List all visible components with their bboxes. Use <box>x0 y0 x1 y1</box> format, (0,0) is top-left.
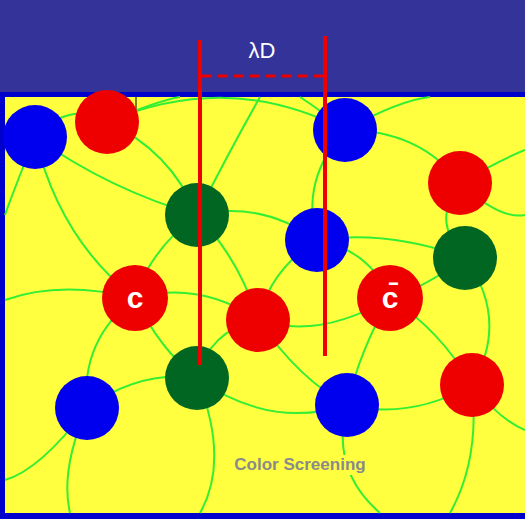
quark-circle: c <box>102 265 168 331</box>
title-band <box>0 0 525 92</box>
panel-border <box>0 92 5 519</box>
panel-border <box>0 513 525 519</box>
color-charges <box>3 90 504 440</box>
debye-length-label: λD <box>249 38 276 64</box>
gluon-strings <box>5 97 525 513</box>
quark-label: c <box>127 283 144 313</box>
quark-circle: c̄ <box>357 265 423 331</box>
quark-label: c̄ <box>382 283 399 313</box>
panel-border <box>0 92 525 97</box>
debye-length-marker <box>200 36 325 365</box>
caption-text: Color Screening <box>232 455 367 475</box>
